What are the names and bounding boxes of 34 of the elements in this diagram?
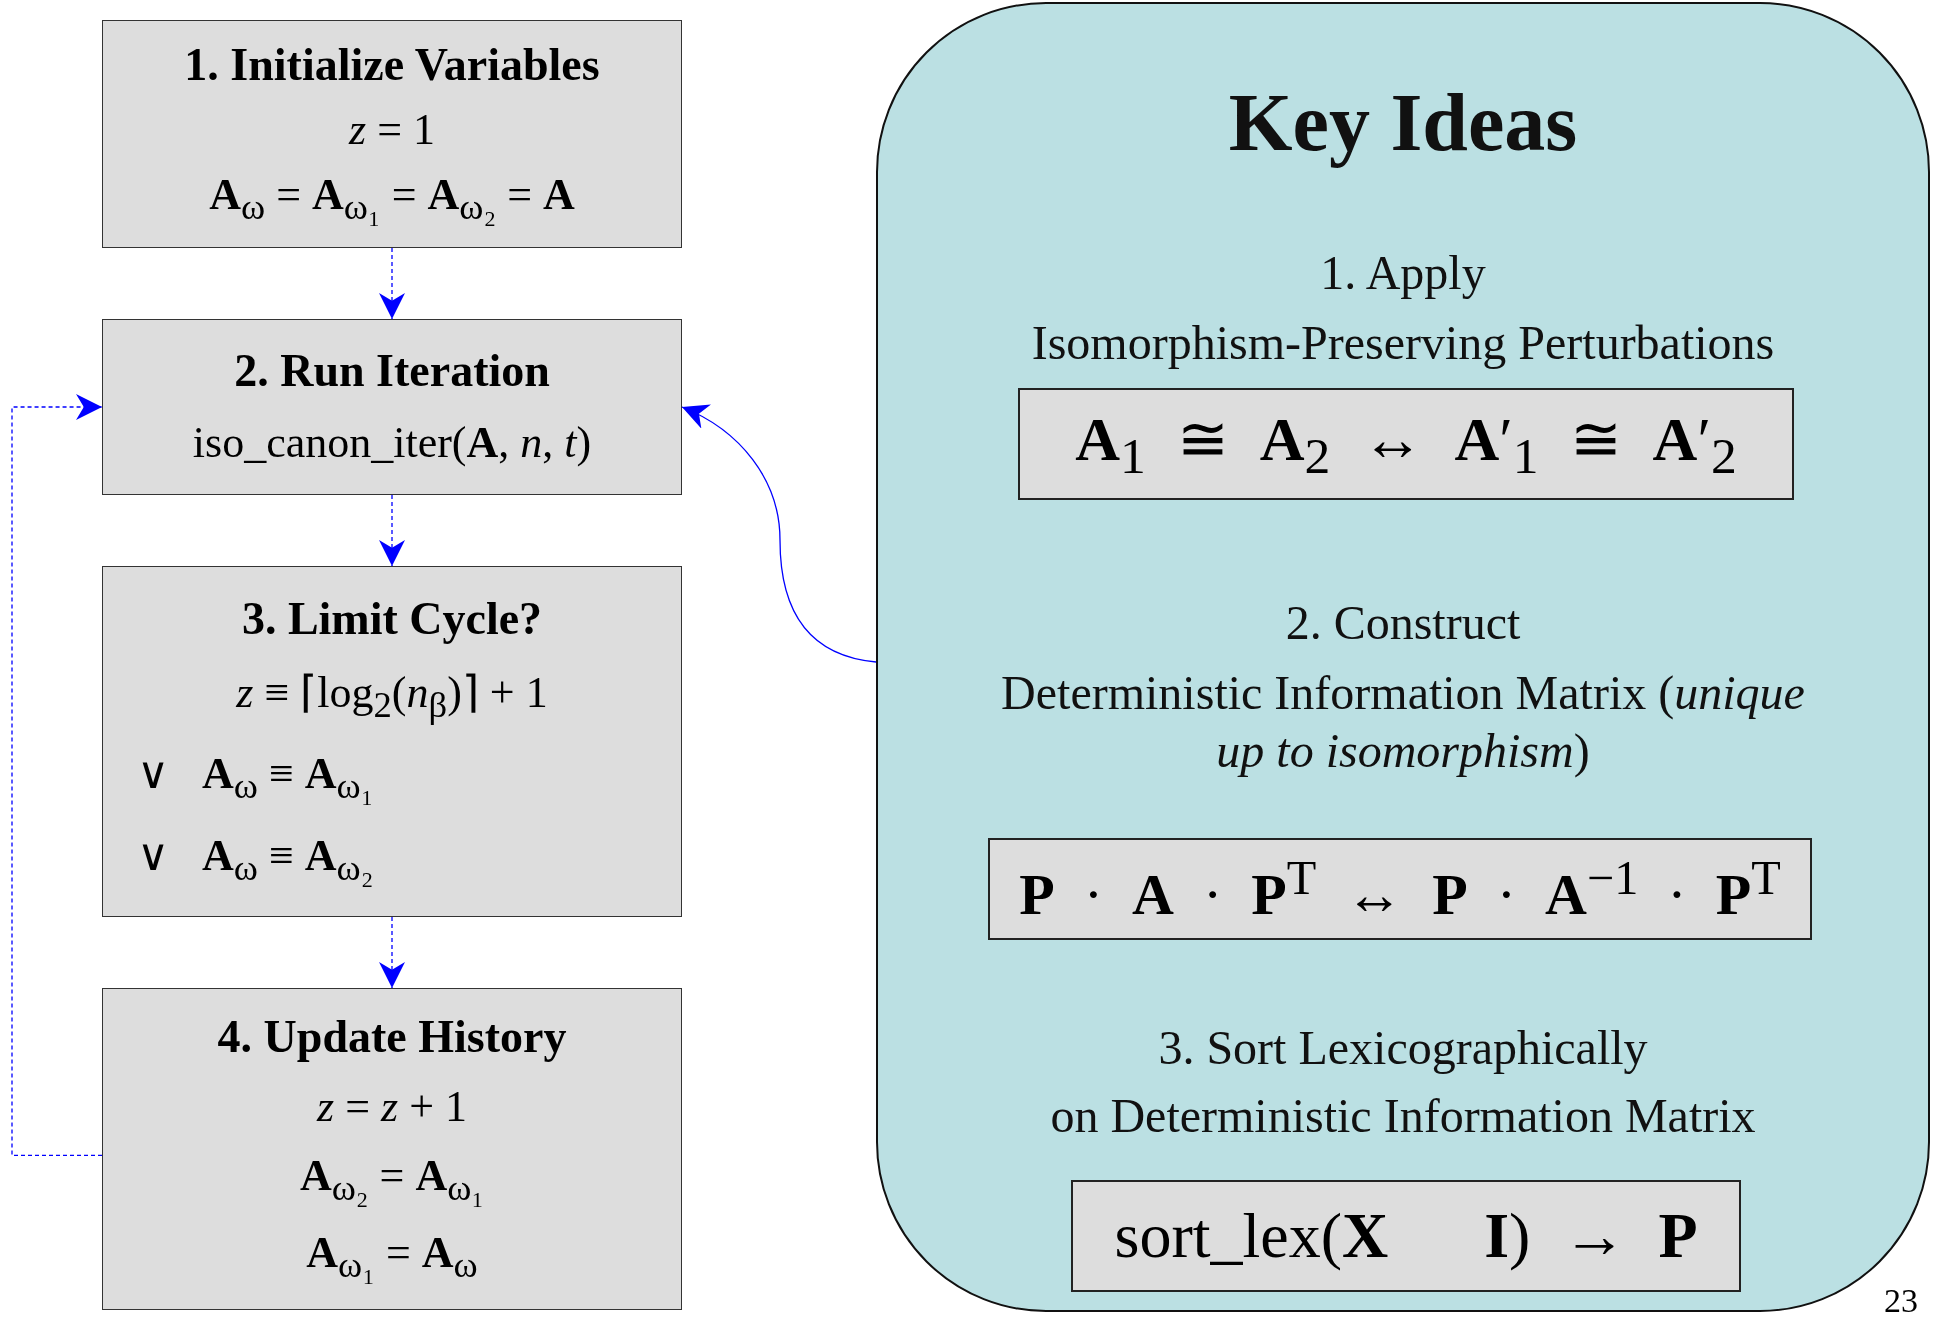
idea-text: 3. Sort Lexicographically xyxy=(1157,1020,1649,1076)
step-heading: 2. Run Iteration xyxy=(234,345,550,397)
panel-title: Key Ideas xyxy=(1227,76,1579,170)
formula: A$_{ω₁}$ = A$_{ω}$ xyxy=(306,1228,478,1286)
arrow xyxy=(379,494,405,567)
formula: ∨ A$_{ω}$ ≡ A$_{ω₂}$ xyxy=(136,830,374,889)
idea-text: on Deterministic Information Matrix xyxy=(1049,1088,1757,1144)
arrow xyxy=(379,247,405,320)
formula-box: P · A · P$^{T}$ ↔ P · A$^{−1}$ · P$^{T}$ xyxy=(988,838,1812,940)
process-box xyxy=(102,988,682,1310)
step-heading: 3. Limit Cycle? xyxy=(241,594,543,645)
formula-box: A$_{1}$ ≅ A$_{2}$ ↔ A′$_{1}$ ≅ A′$_{2}$ xyxy=(1018,388,1794,500)
formula: z = z + 1 xyxy=(317,1081,467,1133)
idea-text: 1. Apply xyxy=(1319,245,1487,301)
idea-text: 2. Construct xyxy=(1284,595,1522,651)
idea-text: Isomorphism-Preserving Perturbations xyxy=(1030,315,1776,371)
key-ideas-panel xyxy=(876,2,1930,1312)
formula: ∨ A$_{ω}$ ≡ A$_{ω₁}$ xyxy=(136,749,374,808)
formula: A$_{ω}$ = A$_{ω₁}$ = A$_{ω₂}$ = A xyxy=(209,170,575,229)
step-heading: 4. Update History xyxy=(217,1011,567,1063)
step-heading: 1. Initialize Variables xyxy=(184,39,600,91)
process-box xyxy=(102,566,682,917)
formula-box: sort_lex(X I) → P xyxy=(1071,1180,1741,1292)
arrow xyxy=(11,394,103,1157)
formula: iso_canon_iter(A, n, t) xyxy=(192,417,592,469)
formula: A$_{ω₂}$ = A$_{ω₁}$ xyxy=(299,1151,485,1210)
process-box xyxy=(102,20,682,248)
formula: z = 1 xyxy=(349,105,435,156)
arrow xyxy=(379,916,405,989)
arrow xyxy=(681,405,877,663)
process-box xyxy=(102,319,682,495)
page-number: 23 xyxy=(1884,1282,1918,1317)
formula: z ≡ ⌈log$_{2}$(n$_{β}$)⌉ + 1 xyxy=(236,668,548,727)
idea-text: Deterministic Information Matrix (unique up to isomorphism) xyxy=(1000,665,1806,780)
